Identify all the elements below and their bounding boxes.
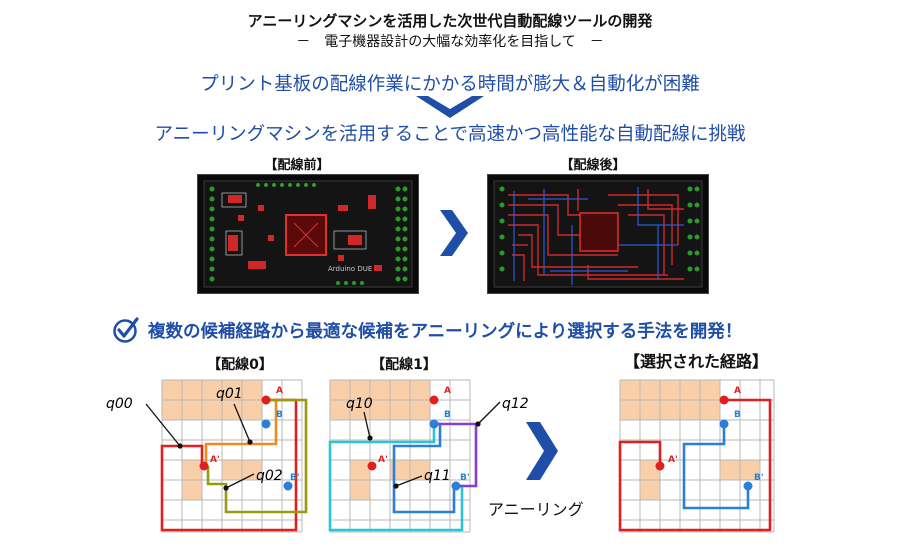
- pcb-after-label: 【配線後】: [560, 158, 626, 173]
- selected-route-grid: A B A' B': [618, 379, 775, 533]
- check-circle-icon: [113, 317, 139, 343]
- svg-text:B': B': [460, 473, 470, 483]
- page-subtitle: － 電子機器設計の大幅な効率化を目指して －: [296, 34, 604, 50]
- svg-text:A': A': [210, 455, 220, 465]
- label-q01: q01: [216, 386, 243, 402]
- pcb-after-image: [487, 174, 709, 294]
- annealing-arrow-icon: [526, 422, 558, 480]
- svg-text:A: A: [276, 386, 283, 396]
- label-q02: q02: [256, 468, 283, 484]
- wiring0-grid: A B A' B' q00 q01 q02: [106, 379, 308, 533]
- pin-a-prime: [199, 461, 209, 471]
- pcb-board-text: Arduino DUE: [328, 265, 372, 273]
- challenge-statement: アニーリングマシンを活用することで高速かつ高性能な自動配線に挑戦: [154, 124, 746, 145]
- pcb-before-image: Arduino DUE: [197, 174, 419, 294]
- problem-statement: プリント基板の配線作業にかかる時間が膨大＆自動化が困難: [200, 74, 700, 95]
- svg-text:B': B': [754, 473, 764, 483]
- wiring1-grid: A B A' B' q10 q11 q12: [328, 379, 529, 533]
- selected-route-blue: [682, 424, 750, 510]
- svg-text:A': A': [378, 455, 388, 465]
- selected-route-red: [618, 398, 772, 532]
- wiring0-label: 【配線0】: [207, 357, 273, 373]
- pin-b-prime: [283, 481, 293, 491]
- svg-text:A: A: [444, 386, 451, 396]
- page-title: アニーリングマシンを活用した次世代自動配線ツールの開発: [247, 12, 653, 30]
- svg-text:B: B: [734, 410, 741, 420]
- svg-text:B: B: [276, 410, 283, 420]
- pin-b: [261, 419, 271, 429]
- chevron-down-icon: [416, 96, 484, 118]
- label-q00: q00: [106, 396, 133, 412]
- svg-text:A: A: [734, 386, 741, 396]
- route-q12: [434, 422, 478, 488]
- chevron-right-icon: [440, 210, 468, 256]
- selected-route-label: 【選択された経路】: [623, 352, 768, 371]
- wiring1-label: 【配線1】: [371, 357, 437, 373]
- svg-text:B: B: [444, 410, 451, 420]
- label-q10: q10: [346, 396, 373, 412]
- svg-text:B': B': [290, 473, 300, 483]
- pin-a: [261, 395, 271, 405]
- label-q11: q11: [424, 468, 451, 484]
- route-q02: [206, 398, 308, 514]
- method-statement: 複数の候補経路から最適な候補をアニーリングにより選択する手法を開発！: [112, 316, 742, 344]
- annealing-label: アニーリング: [488, 500, 584, 519]
- method-text: 複数の候補経路から最適な候補をアニーリングにより選択する手法を開発！: [148, 321, 743, 342]
- svg-text:A': A': [668, 455, 678, 465]
- label-q12: q12: [502, 396, 529, 412]
- pcb-before-label: 【配線前】: [264, 158, 330, 173]
